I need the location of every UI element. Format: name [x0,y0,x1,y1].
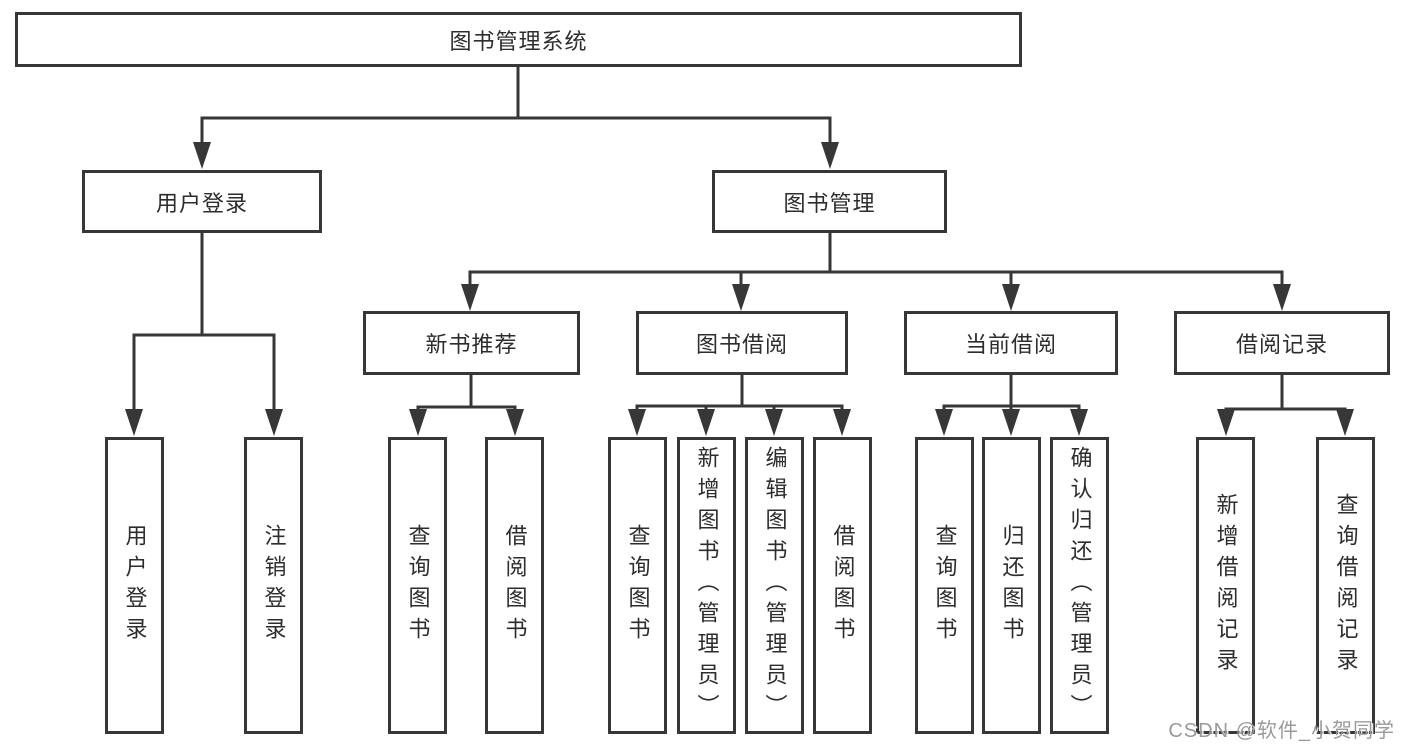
node-label: 新书推荐 [425,332,518,357]
node-borrowing-records: 借阅记录 [1174,311,1390,375]
leaf-edit-books-admin: 编辑图书（管理员） [745,437,804,734]
leaf-logout: 注销登录 [244,437,303,734]
leaf-label: 用户登录 [122,523,148,648]
leaf-query-books: 查询图书 [388,437,447,734]
leaf-label: 新增图书（管理员） [694,446,720,725]
node-label: 借阅记录 [1235,332,1328,357]
leaf-add-borrow-record: 新增借阅记录 [1196,437,1255,734]
leaf-label: 注销登录 [261,523,287,648]
leaf-user-login: 用户登录 [105,437,164,734]
leaf-label: 新增借阅记录 [1213,492,1239,679]
leaf-label: 借阅图书 [502,523,528,648]
leaf-label: 查询图书 [405,523,431,648]
node-user-login: 用户登录 [82,170,322,233]
csdn-watermark: CSDN @软件_小贺同学 [1168,720,1395,742]
leaf-return-books: 归还图书 [982,437,1041,734]
leaf-label: 查询图书 [625,523,651,648]
leaf-label: 归还图书 [999,523,1025,648]
leaf-label: 查询图书 [932,523,958,648]
leaf-label: 编辑图书（管理员） [762,446,788,725]
node-label: 图书借阅 [695,332,788,357]
node-new-book-recommendation: 新书推荐 [363,311,580,375]
leaf-query-books: 查询图书 [915,437,974,734]
node-label: 用户登录 [155,190,248,216]
node-label: 图书管理 [783,190,876,216]
leaf-query-borrow-record: 查询借阅记录 [1316,437,1375,734]
node-label: 图书管理系统 [449,28,588,54]
leaf-query-books: 查询图书 [608,437,667,734]
leaf-borrow-books: 借阅图书 [485,437,544,734]
leaf-label: 确认归还（管理员） [1067,446,1093,725]
leaf-label: 借阅图书 [830,523,856,648]
leaf-confirm-return-admin: 确认归还（管理员） [1050,437,1109,734]
node-current-borrowing: 当前借阅 [904,311,1118,375]
leaf-label: 查询借阅记录 [1333,492,1359,679]
leaf-borrow-books: 借阅图书 [813,437,872,734]
node-book-management: 图书管理 [712,170,947,233]
node-root-library-system: 图书管理系统 [15,12,1022,67]
node-label: 当前借阅 [964,332,1057,357]
leaf-add-books-admin: 新增图书（管理员） [677,437,736,734]
node-book-borrowing: 图书借阅 [636,311,848,375]
